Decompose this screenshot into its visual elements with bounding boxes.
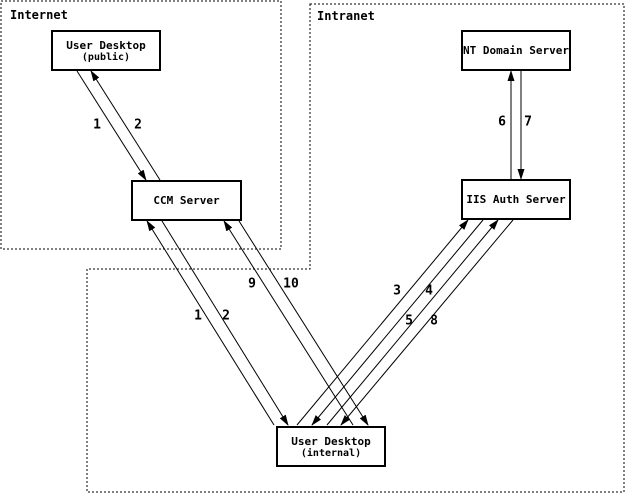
node-ccm-server: CCM Server bbox=[131, 180, 242, 221]
flow-step-label-5: 5 bbox=[405, 313, 413, 329]
flow-step-label-2: 2 bbox=[134, 117, 142, 133]
flow-step-label-6: 6 bbox=[498, 114, 506, 130]
flow-arrow-step1-internal-to-ccm bbox=[146, 220, 275, 426]
flow-arrows bbox=[76, 70, 525, 426]
node-label: User Desktop bbox=[66, 38, 146, 52]
flow-arrow-step9-internal-to-ccm bbox=[223, 220, 354, 426]
flow-arrow-step3-internal-to-iis bbox=[296, 219, 469, 426]
node-label: NT Domain Server bbox=[463, 44, 569, 57]
flow-step-label-7: 7 bbox=[524, 114, 532, 130]
flow-step-label-4: 4 bbox=[425, 283, 433, 299]
node-iis-auth-server: IIS Auth Server bbox=[461, 179, 571, 220]
node-user-desktop-public: User Desktop (public) bbox=[51, 30, 161, 71]
flow-arrow-step4-iis-to-internal bbox=[311, 219, 484, 426]
flow-arrow-step5-internal-to-iis bbox=[326, 219, 499, 426]
node-sublabel: (public) bbox=[81, 51, 131, 63]
flow-step-label-3: 3 bbox=[393, 283, 401, 299]
flow-step-label-9: 9 bbox=[248, 276, 256, 292]
flow-arrow-step2-ccm-to-internal bbox=[161, 220, 289, 426]
flow-arrow-step8-iis-to-internal bbox=[340, 219, 514, 426]
flow-step-label-2: 2 bbox=[222, 308, 230, 324]
node-nt-domain-server: NT Domain Server bbox=[461, 30, 571, 71]
flow-step-label-8: 8 bbox=[430, 313, 438, 329]
zone-border-intranet bbox=[86, 3, 625, 493]
flow-step-label-1: 1 bbox=[93, 117, 101, 133]
zone-label-internet: Internet bbox=[10, 8, 68, 22]
node-sublabel: (internal) bbox=[300, 447, 362, 459]
node-label: CCM Server bbox=[153, 194, 220, 207]
zone-label-intranet: Intranet bbox=[317, 9, 375, 23]
node-label: IIS Auth Server bbox=[466, 193, 566, 206]
flow-step-label-10: 10 bbox=[283, 276, 299, 292]
flow-arrow-step10-ccm-to-internal bbox=[238, 220, 369, 426]
flow-arrow-step2-ccm-to-public bbox=[90, 70, 161, 181]
zone-border-internet bbox=[0, 0, 282, 250]
flow-step-label-1: 1 bbox=[194, 308, 202, 324]
node-label: User Desktop bbox=[291, 434, 371, 448]
node-user-desktop-internal: User Desktop (internal) bbox=[276, 426, 386, 467]
flow-arrow-step1-public-to-ccm bbox=[76, 70, 147, 181]
